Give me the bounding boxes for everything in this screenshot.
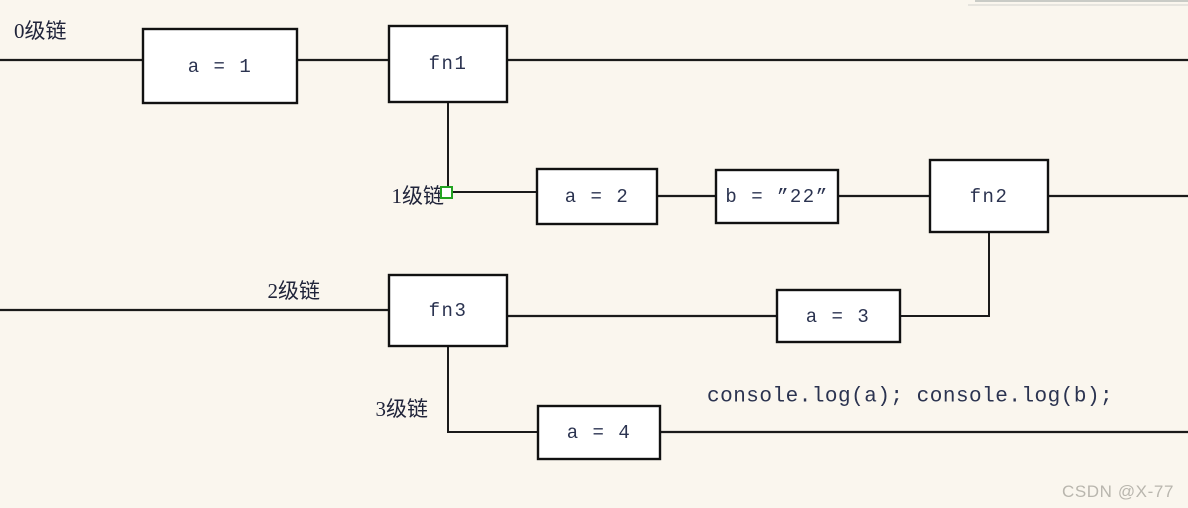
chain-3-group: [447, 345, 1188, 434]
chain-3-label: 3级链: [376, 397, 429, 421]
a3-to-fn2-connector: [899, 231, 990, 317]
node-a3[interactable]: a = 3: [775, 288, 902, 344]
node-a3-label: a = 3: [806, 306, 871, 328]
fn3-to-chain-3-connector: [447, 345, 539, 433]
node-a4-label: a = 4: [567, 422, 632, 444]
node-b22-label: b = ”22”: [725, 186, 828, 208]
node-fn1-rect[interactable]: [387, 24, 509, 104]
node-b22-rect[interactable]: [714, 168, 840, 225]
console-log-annotation: console.log(a); console.log(b);: [707, 386, 1113, 409]
node-a2-rect[interactable]: [535, 167, 659, 226]
csdn-watermark: CSDN @X-77: [1061, 482, 1174, 501]
node-a3-rect[interactable]: [775, 288, 902, 344]
node-b22[interactable]: b = ”22”: [714, 168, 840, 225]
chain-1-label: 1级链: [392, 184, 445, 208]
node-fn1-label: fn1: [429, 53, 468, 75]
fn1-to-chain-1-connector: [447, 101, 538, 193]
node-fn3[interactable]: fn3: [387, 273, 509, 348]
node-a1-rect[interactable]: [141, 27, 299, 105]
chain-0-label: 0级链: [14, 19, 67, 43]
chain-2-label: 2级链: [268, 279, 321, 303]
node-a2[interactable]: a = 2: [535, 167, 659, 226]
node-a1[interactable]: a = 1: [141, 27, 299, 105]
node-fn1[interactable]: fn1: [387, 24, 509, 104]
node-a4[interactable]: a = 4: [536, 404, 662, 461]
node-fn2-label: fn2: [970, 186, 1009, 208]
node-fn3-label: fn3: [429, 300, 468, 322]
selection-handle-marker[interactable]: [440, 186, 453, 199]
node-fn2-rect[interactable]: [928, 158, 1050, 234]
node-a4-rect[interactable]: [536, 404, 662, 461]
chain-2-group: [0, 231, 990, 318]
node-fn2[interactable]: fn2: [928, 158, 1050, 234]
node-fn3-rect[interactable]: [387, 273, 509, 348]
top-window-edge: [968, 0, 1188, 6]
node-a1-label: a = 1: [188, 56, 253, 78]
node-a2-label: a = 2: [565, 186, 630, 208]
